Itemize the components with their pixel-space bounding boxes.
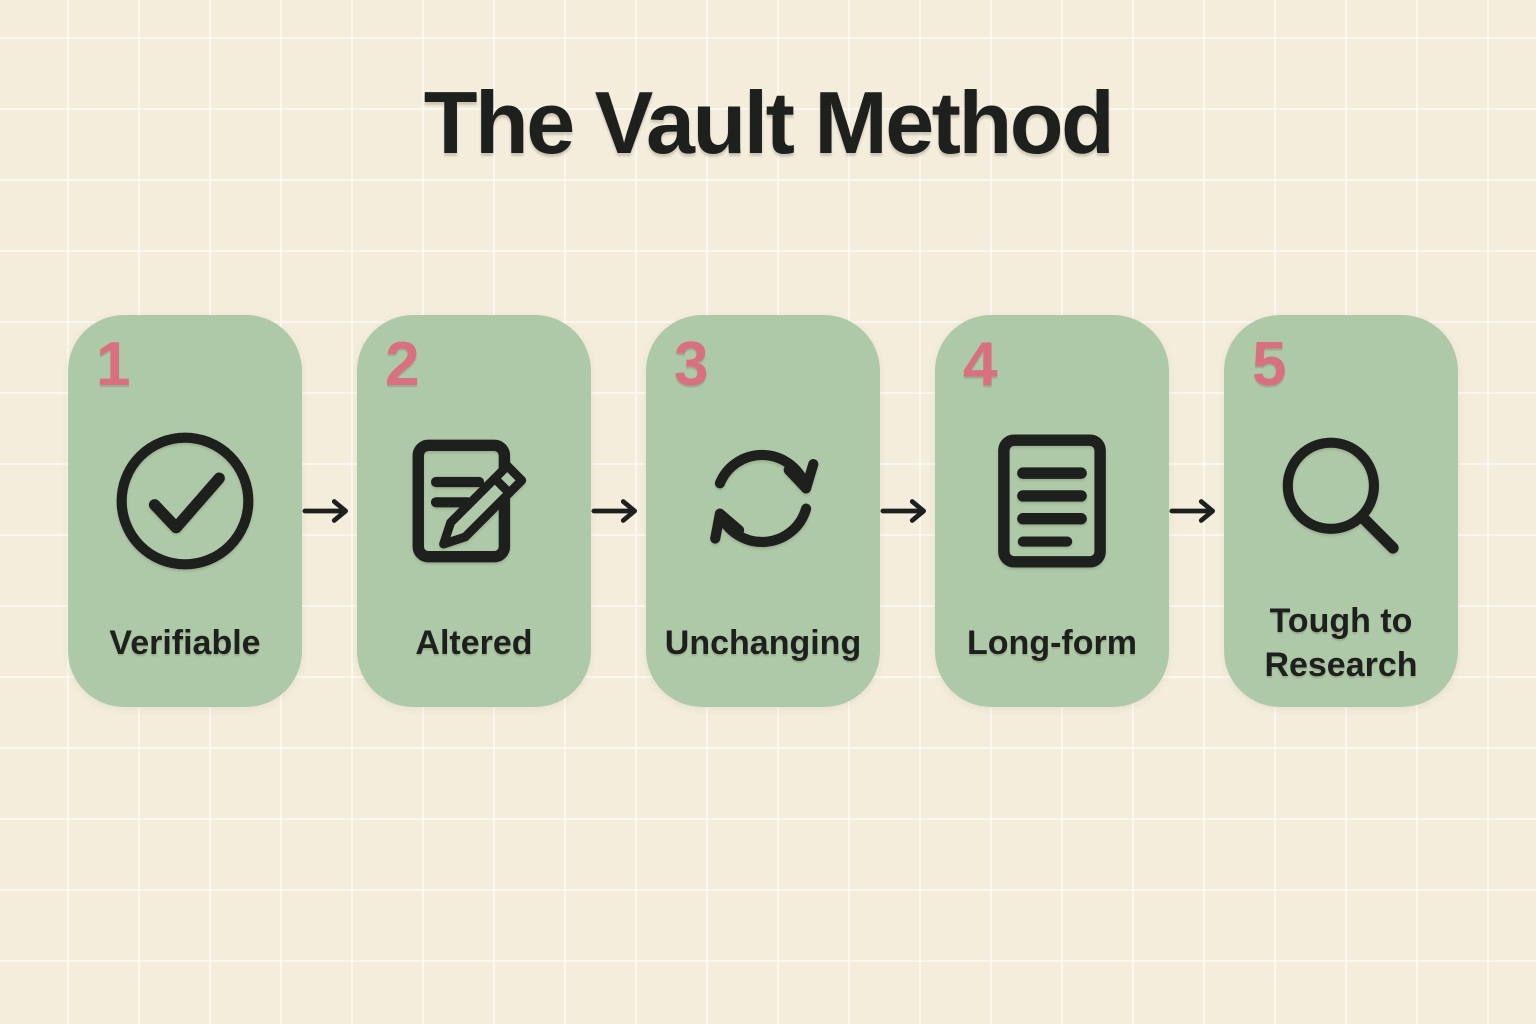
sync-arrows-icon <box>646 425 880 577</box>
step-card-tough-to-research: 5 Tough to Research <box>1224 315 1458 707</box>
step-number: 2 <box>385 330 420 399</box>
process-flow: 1 Verifiable 2 Altered <box>68 315 1458 707</box>
flow-arrow <box>302 498 357 524</box>
flow-arrow <box>880 498 935 524</box>
step-number: 4 <box>963 330 998 399</box>
page-title: The Vault Method <box>423 73 1115 172</box>
step-number: 3 <box>674 330 709 399</box>
step-card-altered: 2 Altered <box>357 315 591 707</box>
step-label: Altered <box>415 623 533 662</box>
step-number: 5 <box>1252 330 1287 399</box>
flow-arrow <box>591 498 646 524</box>
step-card-unchanging: 3 Unchanging <box>646 315 880 707</box>
check-circle-icon <box>68 425 302 577</box>
step-number: 1 <box>96 330 131 399</box>
edit-document-icon <box>357 425 591 577</box>
step-label: Long-form <box>967 623 1137 662</box>
magnifier-icon <box>1224 425 1458 577</box>
step-card-verifiable: 1 Verifiable <box>68 315 302 707</box>
step-label: Unchanging <box>664 623 862 662</box>
step-label: Tough to Research <box>1264 601 1418 684</box>
step-label: Verifiable <box>109 623 261 662</box>
step-card-long-form: 4 Long-form <box>935 315 1169 707</box>
document-lines-icon <box>935 425 1169 577</box>
flow-arrow <box>1169 498 1224 524</box>
